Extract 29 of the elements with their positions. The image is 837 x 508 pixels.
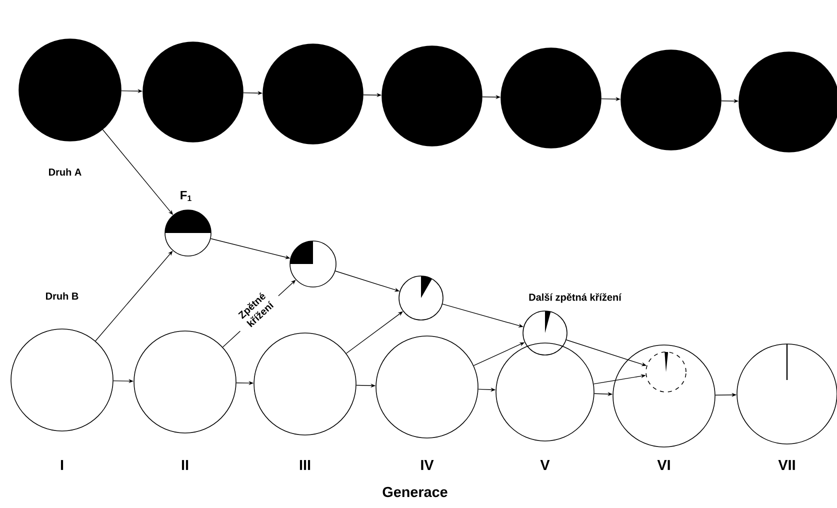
circle [382, 46, 482, 146]
circle [10, 328, 114, 432]
circle [620, 50, 722, 150]
generation-numeral: V [540, 460, 550, 470]
text-label: Druh B [46, 292, 78, 300]
circle [262, 44, 364, 144]
circle [496, 342, 594, 442]
generation-numeral: VI [657, 460, 670, 470]
circle [376, 336, 478, 438]
circle [646, 352, 686, 392]
circle [134, 330, 236, 434]
generation-numeral: VII [778, 460, 795, 470]
generation-numeral: III [300, 460, 310, 470]
circle [500, 48, 602, 148]
node-label: F$_{1}$ [180, 190, 192, 202]
circle [398, 276, 444, 320]
circle [290, 240, 336, 288]
circle [254, 332, 356, 436]
circle [18, 38, 122, 142]
circle [522, 310, 568, 356]
generation-numeral: I [60, 460, 64, 470]
circle [142, 42, 244, 142]
generation-numeral: II [182, 460, 188, 470]
circle [612, 344, 716, 448]
text-label: Generace [382, 486, 448, 498]
circle [738, 52, 837, 152]
text-label: Druh A [49, 168, 82, 176]
generation-numeral: IV [421, 460, 434, 470]
circle [736, 344, 837, 444]
